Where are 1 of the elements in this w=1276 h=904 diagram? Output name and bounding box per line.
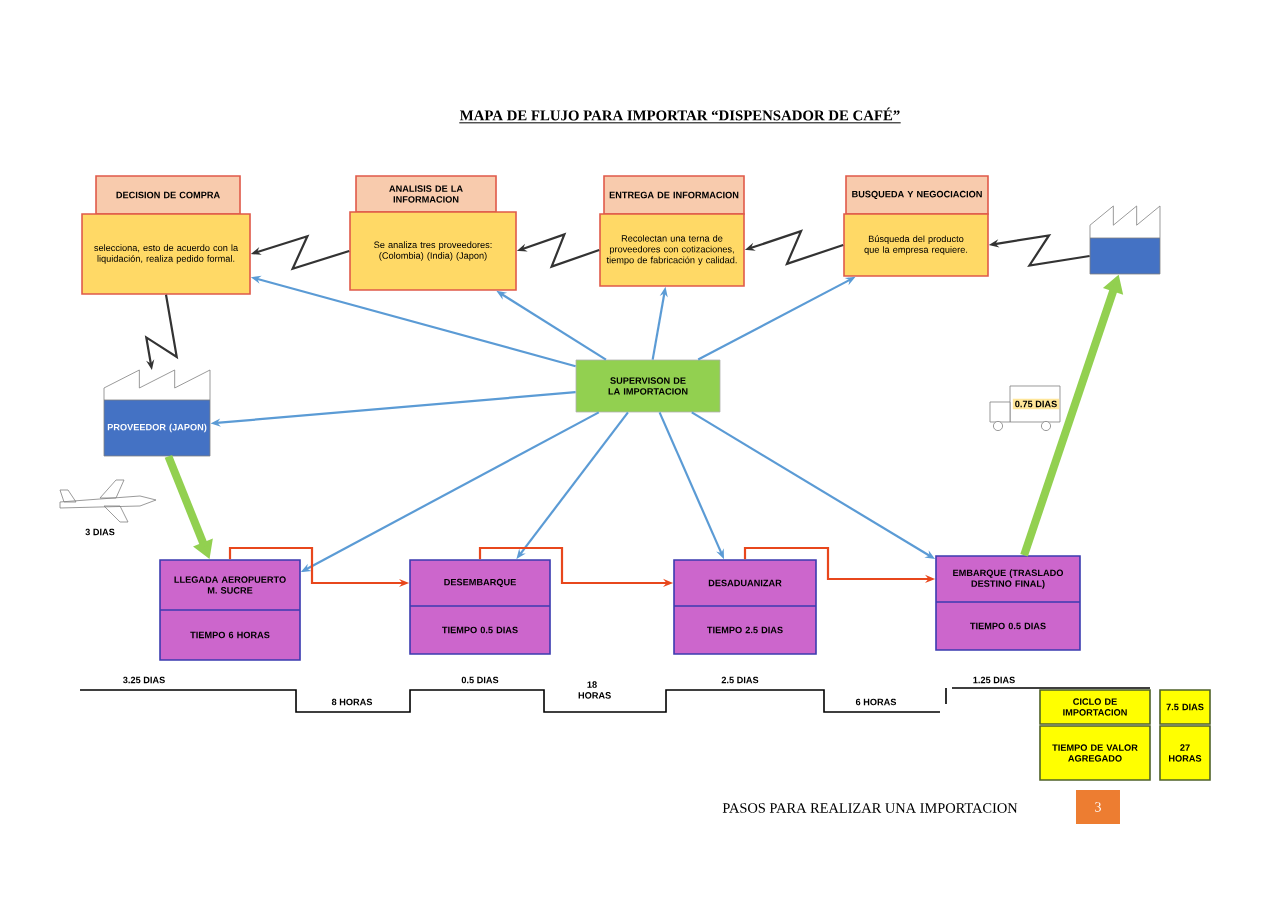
factory-drawing [1089,205,1161,275]
